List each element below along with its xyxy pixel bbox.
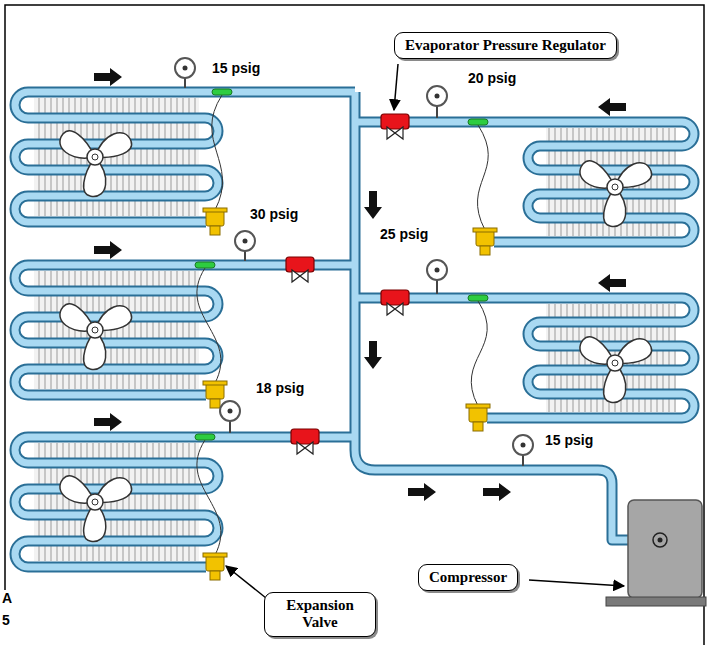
flow-arrow — [598, 98, 626, 116]
leader-line — [226, 566, 266, 598]
sensing-bulb — [195, 262, 215, 268]
pressure-reading: 15 psig — [212, 60, 260, 76]
flow-arrow — [408, 483, 436, 501]
refrigerant-pipe — [15, 437, 355, 567]
sensing-bulb — [195, 434, 215, 440]
flow-arrow — [364, 191, 382, 219]
callout-box: Compressor — [418, 564, 518, 591]
leader-line — [394, 64, 398, 110]
capillary-tube — [477, 125, 488, 230]
refrigerant-pipe — [15, 437, 355, 567]
evaporator-fan — [56, 125, 132, 201]
refrigerant-pipe — [15, 265, 355, 395]
expansion-valve — [203, 553, 227, 580]
callout-text: Compressor — [429, 569, 507, 586]
leader-line — [529, 580, 624, 586]
callout-text: Expansion Valve — [275, 597, 365, 632]
pressure-gauge — [175, 58, 195, 88]
pressure-reading: 25 psig — [380, 226, 428, 242]
pressure-gauge — [220, 401, 240, 433]
compressor-unit — [606, 500, 706, 606]
expansion-valve — [466, 404, 490, 431]
pressure-reading: 5 — [2, 612, 10, 628]
refrigerant-pipe — [15, 92, 355, 222]
expansion-valve — [203, 208, 227, 235]
pressure-gauge — [427, 86, 447, 118]
refrigerant-pipe — [355, 92, 628, 540]
evaporator-fan — [56, 298, 132, 374]
pressure-reading: 18 psig — [256, 380, 304, 396]
refrigerant-pipe — [355, 122, 694, 242]
pressure-regulator — [381, 290, 409, 315]
pressure-regulator — [291, 429, 319, 454]
flow-arrow — [94, 68, 122, 86]
refrigerant-pipe — [355, 298, 694, 418]
pressure-reading: A — [2, 590, 12, 606]
sensing-bulb — [468, 295, 488, 301]
expansion-valve — [473, 228, 497, 255]
pressure-regulator — [381, 114, 409, 139]
evaporator-fan — [56, 470, 132, 546]
refrigerant-pipe — [15, 92, 355, 222]
capillary-tube — [197, 440, 221, 555]
pressure-gauge — [427, 260, 447, 294]
flow-arrow — [483, 483, 511, 501]
sensing-bulb — [212, 89, 232, 95]
capillary-tube — [197, 268, 221, 383]
evaporator-fan — [576, 331, 652, 407]
pressure-gauge — [235, 231, 255, 261]
callout-text: Evaporator Pressure Regulator — [405, 37, 606, 54]
flow-arrow — [364, 341, 382, 369]
pressure-regulator — [286, 257, 314, 282]
capillary-tube — [471, 301, 487, 406]
callout-box: Expansion Valve — [264, 592, 376, 637]
pressure-reading: 15 psig — [545, 432, 593, 448]
flow-arrow — [598, 274, 626, 292]
flow-arrow — [94, 241, 122, 259]
refrigerant-pipe — [355, 122, 694, 242]
capillary-tube — [212, 95, 223, 210]
pressure-reading: 30 psig — [250, 206, 298, 222]
refrigerant-pipe — [15, 265, 355, 395]
pressure-gauge — [513, 435, 533, 466]
sensing-bulb — [468, 119, 488, 125]
callout-box: Evaporator Pressure Regulator — [394, 32, 617, 59]
frame — [5, 5, 704, 645]
pressure-reading: 20 psig — [468, 70, 516, 86]
refrigerant-pipe — [355, 298, 694, 418]
flow-arrow — [94, 413, 122, 431]
evaporator-fan — [576, 155, 652, 231]
refrigerant-pipe — [355, 92, 628, 540]
